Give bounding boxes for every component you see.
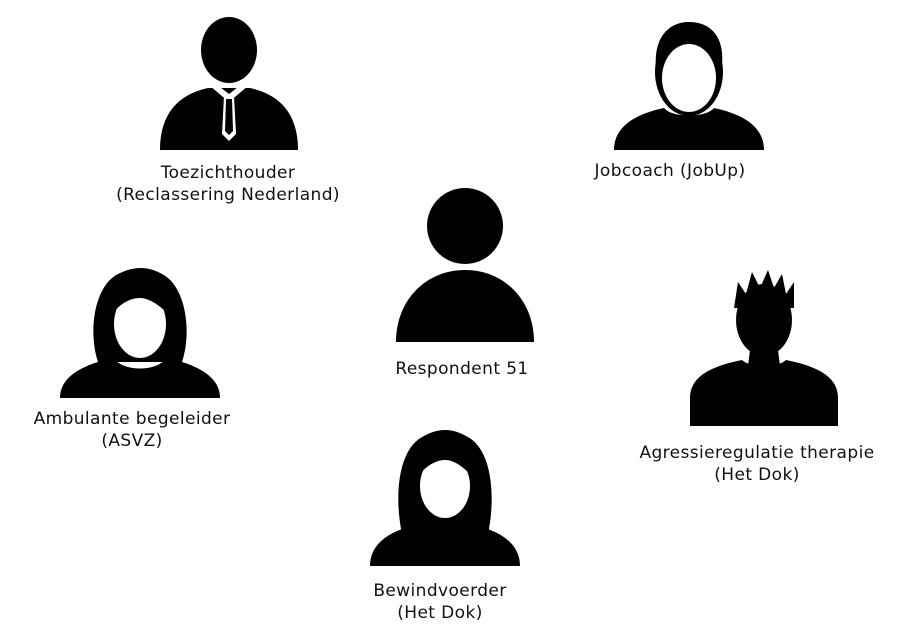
ambulant-role: Ambulante begeleider: [33, 409, 231, 429]
agressie-label: Agressieregulatie therapie (Het Dok): [639, 442, 874, 486]
man-spiky-hair-icon: [690, 270, 838, 426]
woman-long-hair-icon: [370, 430, 520, 566]
man-short-hair-icon: [614, 22, 764, 150]
toezichthouder-org: (Reclassering Nederland): [116, 185, 340, 205]
toezichthouder-role: Toezichthouder: [160, 163, 296, 183]
jobcoach-role: Jobcoach (JobUp): [594, 161, 746, 181]
bewindvoerder-role: Bewindvoerder: [373, 581, 507, 601]
ambulant-person: [58, 262, 222, 400]
ambulant-label: Ambulante begeleider (ASVZ): [34, 408, 231, 452]
agressie-person: [688, 268, 840, 428]
jobcoach-person: [612, 14, 766, 152]
bewindvoerder-person: [368, 426, 522, 568]
agressie-role: Agressieregulatie therapie: [639, 443, 875, 463]
jobcoach-label: Jobcoach (JobUp): [595, 160, 746, 182]
toezichthouder-label: Toezichthouder (Reclassering Nederland): [116, 162, 340, 206]
bewindvoerder-org: (Het Dok): [397, 603, 483, 623]
agressie-org: (Het Dok): [714, 465, 800, 485]
respondent-person: [394, 188, 536, 346]
ambulant-org: (ASVZ): [101, 431, 163, 451]
bewindvoerder-label: Bewindvoerder (Het Dok): [373, 580, 506, 624]
respondent-label: Respondent 51: [395, 358, 528, 380]
woman-bob-hair-icon: [60, 268, 220, 398]
person-generic-icon: [396, 188, 534, 342]
toezichthouder-person: [158, 10, 300, 152]
man-suit-tie-icon: [160, 17, 298, 150]
respondent-name: Respondent 51: [395, 359, 529, 379]
